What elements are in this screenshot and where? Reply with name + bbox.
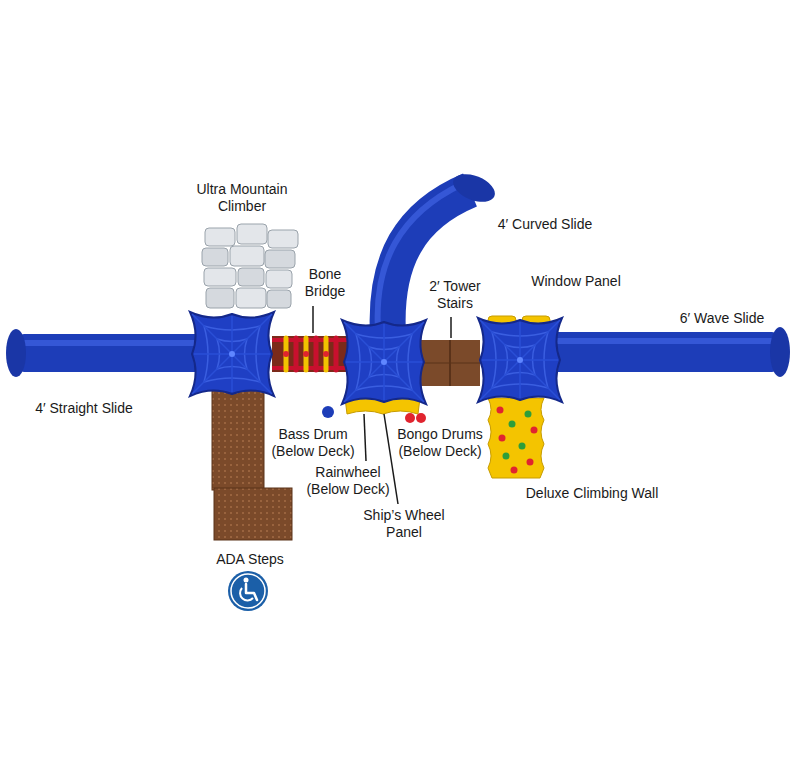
below-deck-panels	[416, 413, 426, 423]
mountain-climber	[205, 228, 235, 246]
mountain-climber	[265, 250, 295, 268]
bone-bridge	[272, 336, 348, 372]
accessibility-icon	[228, 571, 268, 611]
mountain-climber	[230, 246, 264, 266]
part-label: 4′ Straight Slide	[4, 400, 164, 417]
below-deck-panels	[322, 406, 334, 418]
below-deck-panels	[322, 398, 426, 423]
climbing-wall	[497, 407, 538, 474]
mountain-climber	[268, 230, 298, 248]
tower-stairs	[420, 340, 480, 386]
bone-bridge	[272, 336, 348, 372]
climbing-wall	[525, 411, 532, 418]
bone-bridge	[286, 338, 336, 370]
climbing-wall	[511, 467, 518, 474]
mountain-climber	[202, 224, 298, 308]
curved-slide	[388, 190, 470, 335]
climbing-wall	[531, 427, 538, 434]
mountain-climber	[267, 290, 291, 308]
tower-stairs	[420, 340, 480, 386]
bone-bridge	[294, 338, 299, 370]
bone-bridge	[323, 351, 329, 357]
climbing-wall	[497, 407, 504, 414]
straight-slide	[6, 329, 203, 377]
ada-steps	[214, 488, 292, 540]
mountain-climber	[236, 288, 266, 308]
accessibility-icon	[244, 578, 249, 583]
climbing-wall	[519, 443, 526, 450]
wave-slide	[770, 327, 790, 377]
bone-bridge	[304, 338, 309, 370]
climbing-wall	[527, 459, 534, 466]
bone-bridge	[324, 338, 329, 370]
part-label: Bone Bridge	[295, 266, 355, 300]
climbing-wall	[509, 421, 516, 428]
below-deck-panels	[405, 413, 415, 423]
mountain-climber	[266, 270, 292, 288]
bone-bridge	[303, 351, 309, 357]
part-label: 6′ Wave Slide	[657, 310, 787, 327]
deck-platform	[478, 318, 562, 402]
straight-slide	[18, 334, 203, 372]
mountain-climber	[204, 268, 236, 286]
part-label: Deluxe Climbing Wall	[497, 485, 687, 502]
part-label: Window Panel	[511, 273, 641, 290]
part-label: Bass Drum (Below Deck)	[261, 426, 365, 460]
straight-slide	[6, 329, 26, 377]
accessibility-icon	[228, 571, 268, 611]
wave-slide	[552, 338, 774, 344]
accessibility-icon	[240, 588, 253, 600]
bone-bridge	[284, 338, 289, 370]
wave-slide	[550, 327, 790, 377]
mountain-climber	[237, 224, 267, 244]
climbing-wall	[499, 435, 506, 442]
mountain-climber	[238, 268, 264, 286]
deck-platform	[342, 320, 426, 404]
leader-lines	[364, 414, 366, 461]
curved-slide	[378, 169, 499, 335]
part-label: Ultra Mountain Climber	[182, 181, 302, 215]
ada-steps	[212, 388, 292, 540]
climbing-wall	[488, 398, 544, 478]
part-label: ADA Steps	[195, 551, 305, 568]
part-label: 4′ Curved Slide	[470, 216, 620, 233]
part-label: Ship’s Wheel Panel	[352, 507, 456, 541]
climbing-wall	[488, 398, 544, 478]
mountain-climber	[206, 288, 234, 308]
accessibility-icon	[246, 584, 257, 600]
climbing-wall	[503, 453, 510, 460]
straight-slide	[22, 340, 202, 346]
part-label: Bongo Drums (Below Deck)	[390, 426, 490, 460]
mountain-climber	[202, 248, 228, 266]
tower-stairs	[420, 363, 480, 364]
bone-bridge	[334, 338, 339, 370]
bone-bridge	[283, 351, 289, 357]
ada-steps	[212, 388, 264, 490]
part-label: Rainwheel (Below Deck)	[298, 464, 398, 498]
leader-lines	[312, 306, 314, 333]
bone-bridge	[283, 351, 329, 357]
bone-bridge	[314, 338, 319, 370]
deck-platform	[190, 312, 274, 396]
accessibility-icon	[231, 574, 265, 608]
curved-slide	[449, 169, 499, 208]
wave-slide	[550, 332, 778, 372]
leader-lines	[450, 317, 452, 338]
part-label: 2′ Tower Stairs	[418, 278, 493, 312]
